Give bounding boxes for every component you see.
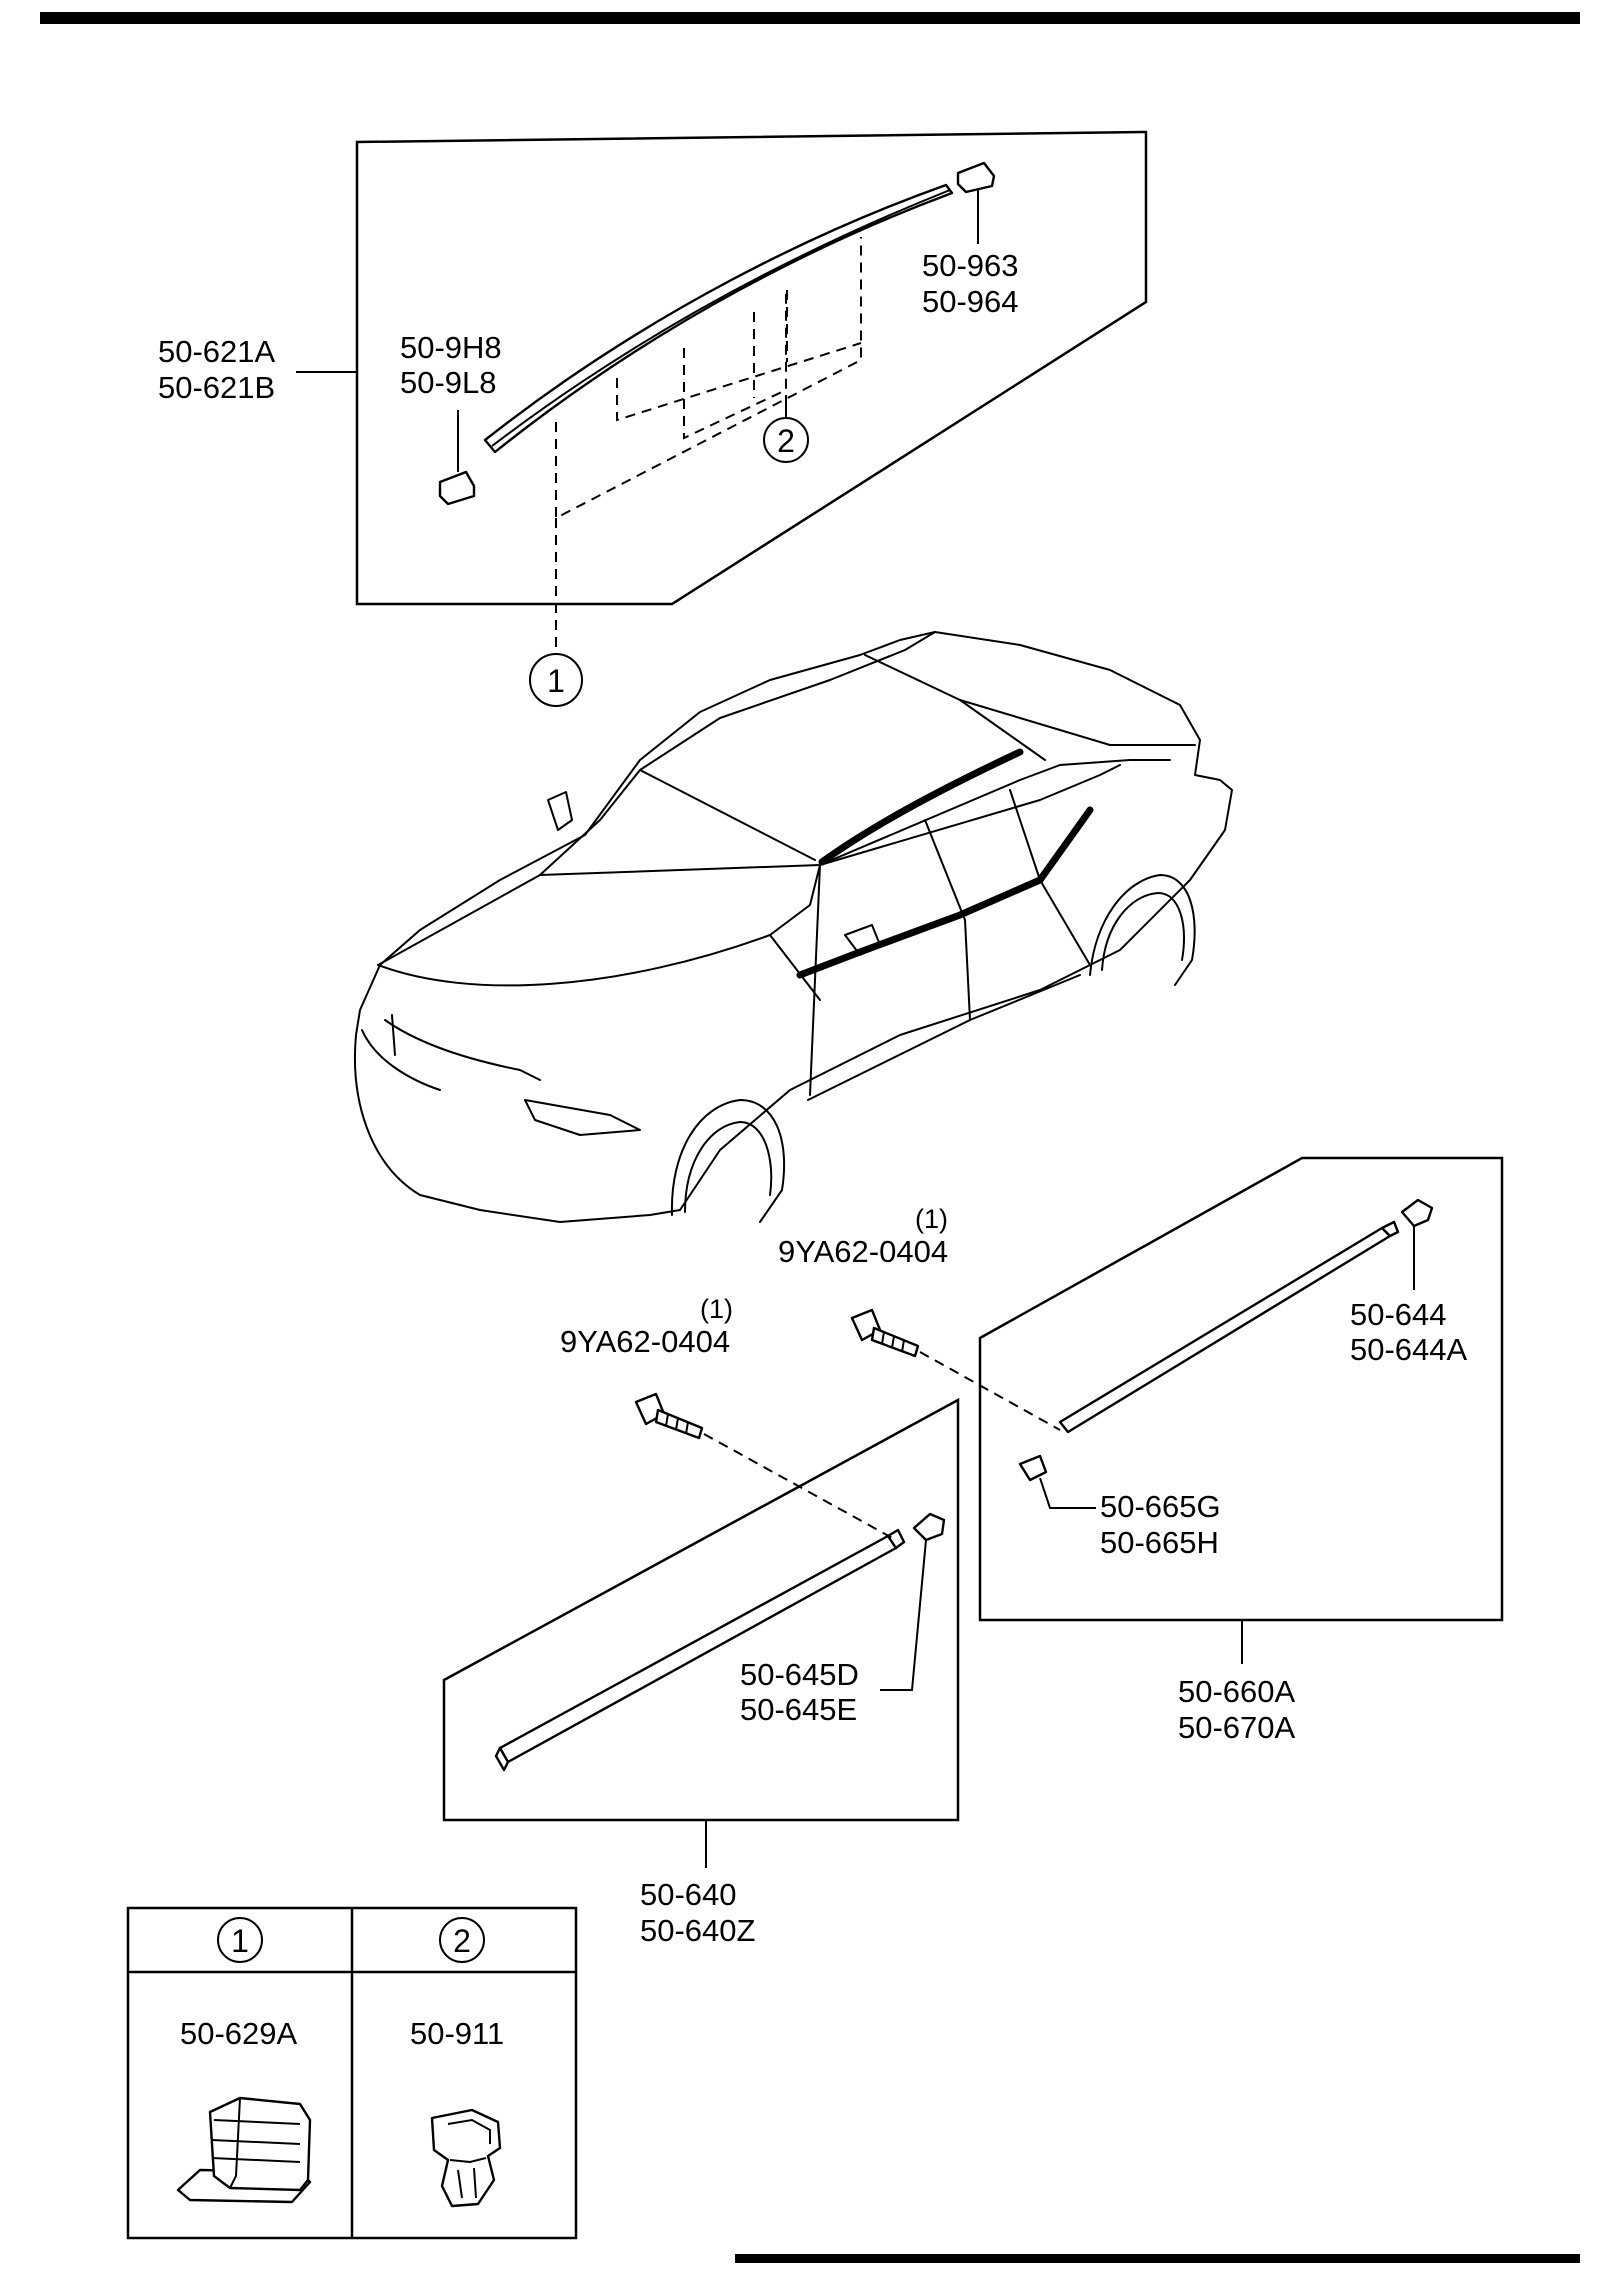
callout-2-number: 2 xyxy=(777,423,795,459)
label-rear-piece-a: 50-963 xyxy=(922,248,1019,283)
screw-1-part: 9YA62-0404 xyxy=(778,1234,948,1269)
rear-door-molding-group: 50-644 50-644A 50-665G 50-665H 50-660A 5… xyxy=(978,1156,1504,1745)
front-door-molding-strip xyxy=(498,1534,898,1764)
callout-1-circle xyxy=(529,653,583,707)
clip-fastener-icon xyxy=(176,2096,312,2204)
label-front-end-cap-a: 50-645D xyxy=(740,1657,859,1692)
roof-molding-group: 2 50-621A 50-621B 50-9H8 50-9L8 50-963 5… xyxy=(158,130,1148,606)
front-door-molding-group: 50-645D 50-645E 50-640 50-640Z xyxy=(442,1397,960,1948)
label-rear-assembly-a: 50-660A xyxy=(1178,1674,1296,1709)
screw-2-part: 9YA62-0404 xyxy=(560,1324,730,1359)
legend-callout-2-circle xyxy=(439,1917,485,1963)
label-rear-assembly-b: 50-670A xyxy=(1178,1710,1296,1745)
label-rear-end-cap-b: 50-644A xyxy=(1350,1332,1468,1367)
door-trim-highlight xyxy=(796,806,1094,979)
front-end-cap xyxy=(912,1512,946,1542)
label-front-assembly-a: 50-640 xyxy=(640,1877,737,1912)
label-rear-front-cap-a: 50-665G xyxy=(1100,1489,1221,1524)
rear-end-piece xyxy=(956,161,996,194)
screw-1: (1) 9YA62-0404 xyxy=(778,1204,1061,1431)
legend-part-2: 50-911 xyxy=(410,2016,504,2051)
label-rear-front-cap-b: 50-665H xyxy=(1100,1525,1219,1560)
rear-front-cap xyxy=(1018,1454,1048,1482)
bottom-border-bar xyxy=(735,2254,1580,2263)
legend-part-1: 50-629A xyxy=(180,2016,298,2051)
retainer-clip-icon xyxy=(430,2108,502,2208)
legend-callout-1-number: 1 xyxy=(231,1923,249,1959)
label-front-end-cap-b: 50-645E xyxy=(740,1692,857,1727)
legend-callout-2-number: 2 xyxy=(453,1923,471,1959)
roof-molding-strip xyxy=(483,183,954,454)
screw-1-qty: (1) xyxy=(915,1204,948,1234)
front-end-piece xyxy=(438,470,476,506)
screw-2-qty: (1) xyxy=(700,1294,733,1324)
sedan-car-illustration xyxy=(354,631,1233,1223)
callout-1-number: 1 xyxy=(547,663,565,699)
label-roof-molding-b: 50-621B xyxy=(158,370,275,405)
rear-door-molding-strip xyxy=(1058,1226,1392,1434)
roof-trim-highlight xyxy=(818,748,1024,866)
legend-table: 1 50-629A 2 50-911 xyxy=(126,1906,578,2240)
label-front-assembly-b: 50-640Z xyxy=(640,1913,755,1948)
label-rear-end-cap-a: 50-644 xyxy=(1350,1297,1447,1332)
label-front-piece-a: 50-9H8 xyxy=(400,330,502,365)
screw-2: (1) 9YA62-0404 xyxy=(560,1294,897,1541)
label-roof-molding-a: 50-621A xyxy=(158,334,276,369)
rear-end-cap xyxy=(1400,1198,1434,1228)
top-border-bar xyxy=(40,12,1580,24)
label-front-piece-b: 50-9L8 xyxy=(400,365,497,400)
legend-callout-1-circle xyxy=(217,1917,263,1963)
label-rear-piece-b: 50-964 xyxy=(922,284,1019,319)
